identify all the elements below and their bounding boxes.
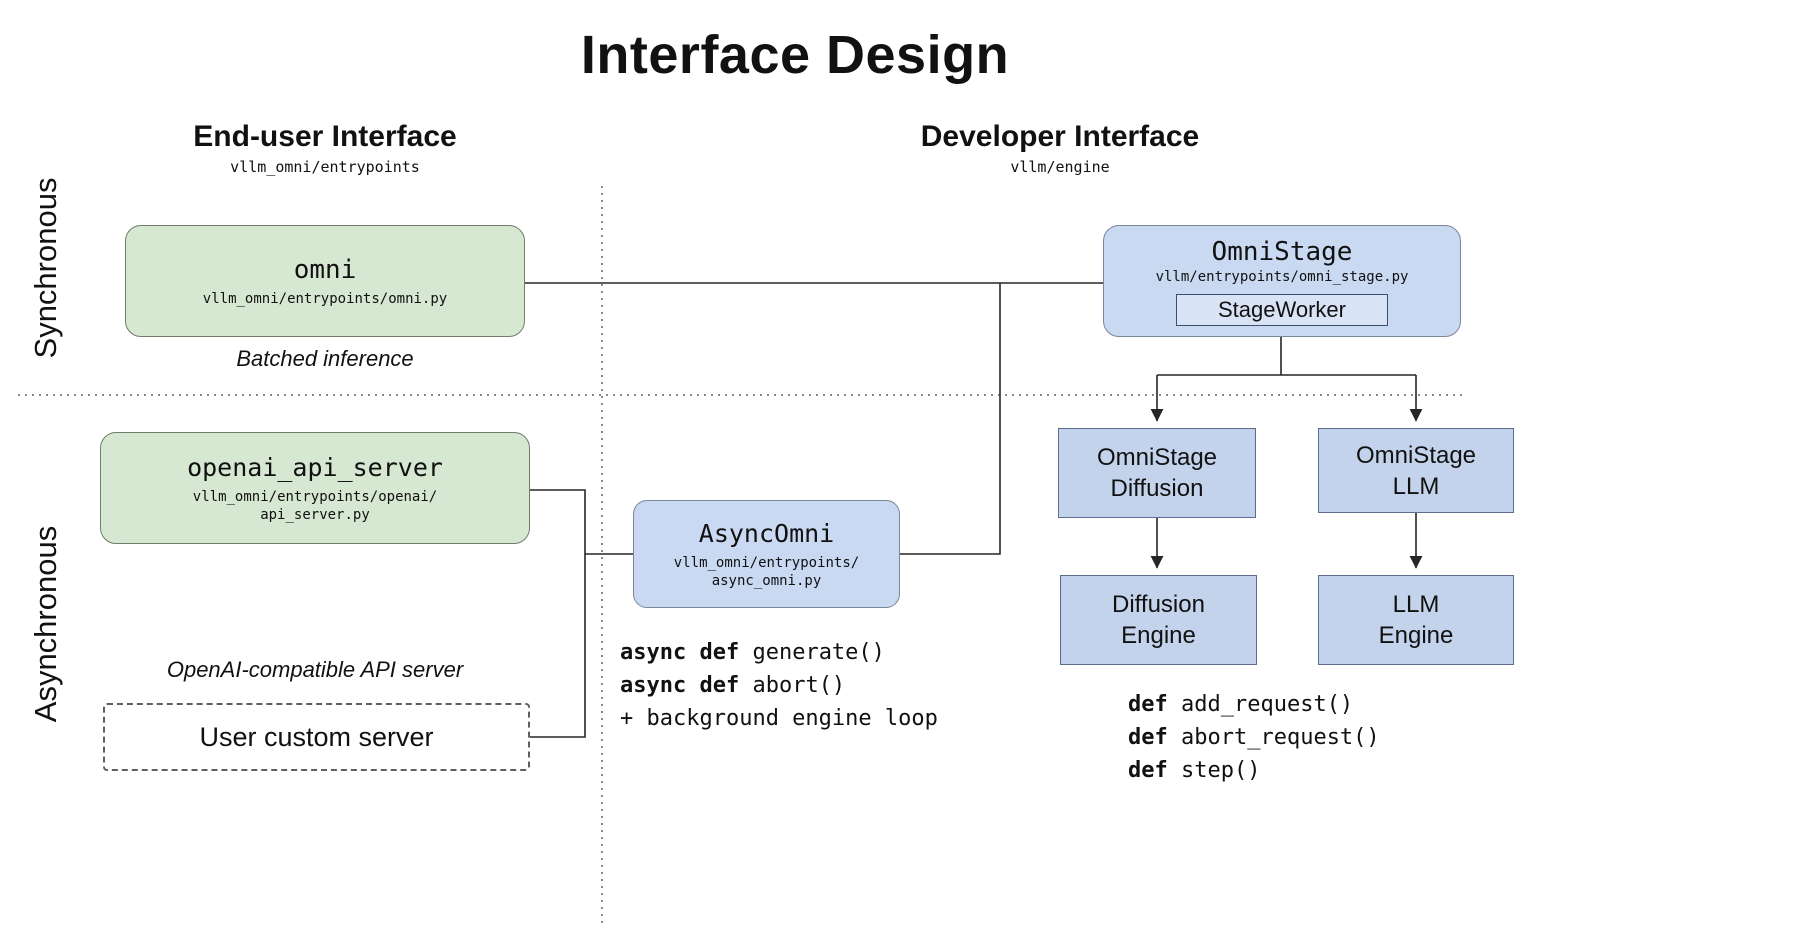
node-llm-engine: LLM Engine bbox=[1318, 575, 1514, 665]
developer-interface-path: vllm/engine bbox=[1010, 158, 1110, 176]
code-text: + background engine loop bbox=[620, 706, 938, 731]
end-user-interface-header: End-user Interface vllm_omni/entrypoints bbox=[75, 120, 575, 176]
node-openai-title: openai_api_server bbox=[187, 453, 443, 482]
node-diffusion-engine: Diffusion Engine bbox=[1060, 575, 1257, 665]
node-asyncomni-path2: async_omni.py bbox=[711, 573, 822, 589]
code-line-add-request: def add_request() bbox=[1128, 688, 1380, 721]
node-omni-path: vllm_omni/entrypoints/omni.py bbox=[202, 291, 448, 307]
code-text: generate() bbox=[739, 640, 885, 665]
user-custom-server-label: User custom server bbox=[199, 721, 434, 752]
llm-engine-line1: LLM bbox=[1392, 591, 1440, 618]
code-keyword: def bbox=[1128, 692, 1168, 717]
page-title: Interface Design bbox=[580, 25, 1010, 85]
end-user-interface-path: vllm_omni/entrypoints bbox=[230, 158, 420, 176]
code-line-abort: async def abort() bbox=[620, 669, 938, 702]
node-asyncomni-title: AsyncOmni bbox=[698, 519, 835, 548]
code-keyword: async def bbox=[620, 673, 740, 698]
node-omnistage: OmniStage vllm/entrypoints/omni_stage.py… bbox=[1103, 225, 1461, 337]
edge-omnistage-asyncomni bbox=[900, 283, 1001, 555]
stage-methods-code: def add_request() def abort_request() de… bbox=[1128, 688, 1380, 787]
diffusion-engine-line2: Engine bbox=[1121, 622, 1196, 649]
edge-openai-usercustom bbox=[530, 489, 586, 738]
diffusion-engine-line1: Diffusion bbox=[1112, 591, 1205, 618]
asyncomni-methods-code: async def generate() async def abort() +… bbox=[620, 636, 938, 735]
omnistage-llm-line2: LLM bbox=[1392, 472, 1440, 500]
code-keyword: def bbox=[1128, 725, 1168, 750]
end-user-interface-label: End-user Interface bbox=[193, 120, 457, 153]
developer-interface-label: Developer Interface bbox=[920, 120, 1200, 153]
omnistage-llm-line1: OmniStage bbox=[1355, 441, 1477, 469]
code-text: abort() bbox=[739, 673, 846, 698]
node-asyncomni-path1: vllm_omni/entrypoints/ bbox=[673, 555, 860, 571]
code-line-step: def step() bbox=[1128, 754, 1380, 787]
code-line-background-loop: + background engine loop bbox=[620, 702, 938, 735]
node-user-custom-server: User custom server bbox=[103, 703, 530, 771]
omnistage-diffusion-line1: OmniStage bbox=[1096, 444, 1218, 471]
code-keyword: async def bbox=[620, 640, 740, 665]
node-omnistage-llm: OmniStage LLM bbox=[1318, 428, 1514, 513]
node-omni: omni vllm_omni/entrypoints/omni.py bbox=[125, 225, 525, 337]
node-openai-api-server: openai_api_server vllm_omni/entrypoints/… bbox=[100, 432, 530, 544]
code-text: step() bbox=[1167, 758, 1261, 783]
omnistage-diffusion-line2: Diffusion bbox=[1110, 475, 1204, 502]
node-stageworker: StageWorker bbox=[1176, 294, 1388, 326]
node-omnistage-title: OmniStage bbox=[1211, 237, 1353, 267]
node-openai-path2: api_server.py bbox=[260, 507, 370, 523]
node-asyncomni: AsyncOmni vllm_omni/entrypoints/ async_o… bbox=[633, 500, 900, 608]
row-label-synchronous: Synchronous bbox=[28, 177, 63, 359]
code-text: add_request() bbox=[1167, 692, 1354, 717]
node-omnistage-diffusion: OmniStage Diffusion bbox=[1058, 428, 1256, 518]
developer-interface-header: Developer Interface vllm/engine bbox=[810, 120, 1310, 176]
openai-caption: OpenAI-compatible API server bbox=[166, 657, 464, 682]
node-openai-path1: vllm_omni/entrypoints/openai/ bbox=[192, 489, 438, 505]
code-line-generate: async def generate() bbox=[620, 636, 938, 669]
code-line-abort-request: def abort_request() bbox=[1128, 721, 1380, 754]
code-text: abort_request() bbox=[1167, 725, 1380, 750]
node-omni-title: omni bbox=[293, 255, 357, 285]
omni-caption: Batched inference bbox=[236, 346, 414, 371]
row-label-asynchronous: Asynchronous bbox=[28, 525, 63, 723]
llm-engine-line2: Engine bbox=[1378, 622, 1454, 649]
code-keyword: def bbox=[1128, 758, 1168, 783]
node-omnistage-path: vllm/entrypoints/omni_stage.py bbox=[1155, 269, 1409, 285]
